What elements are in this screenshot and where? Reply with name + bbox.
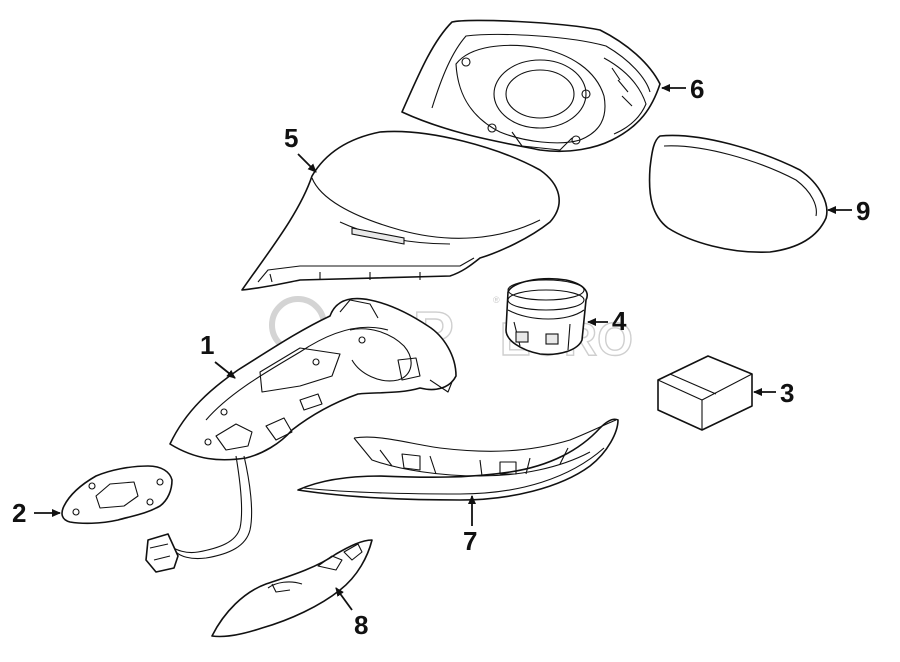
callout-6: 6 bbox=[661, 74, 704, 104]
callout-label-2: 2 bbox=[12, 498, 26, 528]
callout-2: 2 bbox=[12, 498, 61, 528]
callout-4: 4 bbox=[587, 306, 627, 336]
callout-label-1: 1 bbox=[200, 330, 214, 360]
callout-label-3: 3 bbox=[780, 378, 794, 408]
callout-label-7: 7 bbox=[463, 526, 477, 556]
part-2-gasket-plate bbox=[61, 465, 173, 525]
callout-label-4: 4 bbox=[612, 306, 627, 336]
callout-7: 7 bbox=[463, 495, 477, 556]
callout-3: 3 bbox=[753, 378, 794, 408]
leader-line-1 bbox=[214, 361, 236, 379]
part-1-mirror-base bbox=[145, 297, 457, 573]
callout-5: 5 bbox=[284, 123, 317, 173]
leader-line-8 bbox=[335, 587, 353, 611]
callout-label-9: 9 bbox=[856, 196, 870, 226]
callout-label-6: 6 bbox=[690, 74, 704, 104]
part-8-lower-cover bbox=[211, 539, 373, 638]
callout-label-5: 5 bbox=[284, 123, 298, 153]
part-7-lower-trim bbox=[297, 418, 619, 501]
callout-9: 9 bbox=[827, 196, 870, 226]
callout-label-8: 8 bbox=[354, 610, 368, 640]
callout-8: 8 bbox=[335, 587, 368, 640]
part-4-adjustment-motor bbox=[505, 277, 588, 356]
leader-line-5 bbox=[297, 153, 317, 173]
part-5-mirror-cover bbox=[241, 130, 560, 291]
watermark-registered-mark: ® bbox=[493, 295, 500, 305]
part-3-control-module bbox=[657, 355, 753, 431]
callout-1: 1 bbox=[200, 330, 236, 379]
part-9-mirror-glass bbox=[648, 134, 828, 254]
part-6-housing-frame bbox=[401, 19, 661, 153]
